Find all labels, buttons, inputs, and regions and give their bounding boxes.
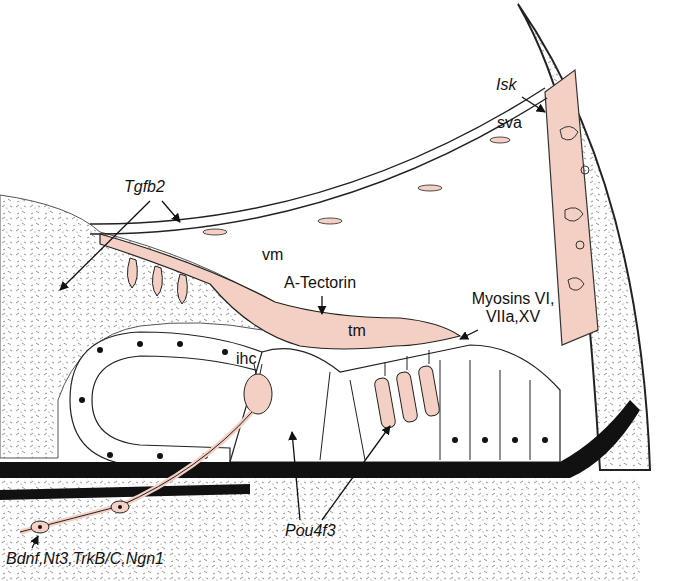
gene-label: Tgfb2 (124, 178, 165, 196)
gene-label: Pou4f3 (285, 522, 336, 540)
part-label: ihc (236, 350, 256, 368)
part-label: sva (497, 114, 522, 132)
gene-label: Isk (496, 76, 516, 94)
protein-label: A-Tectorin (284, 274, 356, 292)
gene-label: Bdnf,Nt3,TrkB/C,Ngn1 (6, 550, 164, 568)
part-label: tm (348, 322, 366, 340)
protein-label: Myosins VI, VIIa,XV (452, 290, 574, 327)
part-label: vm (262, 246, 283, 264)
